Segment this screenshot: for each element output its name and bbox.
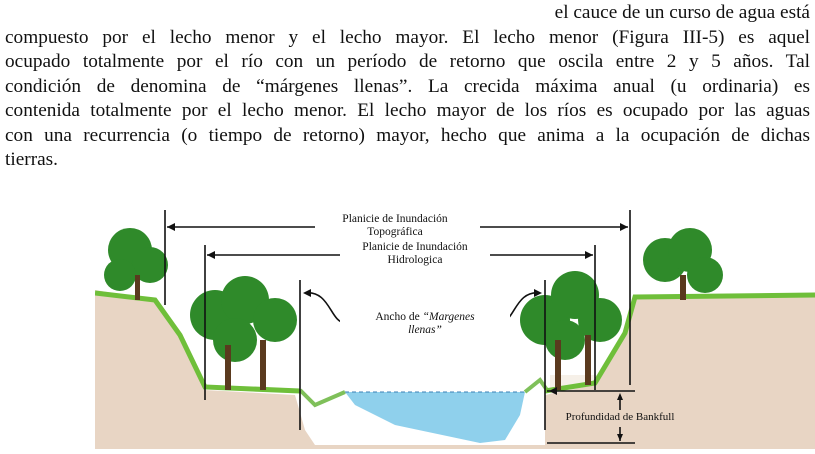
dimension-lines — [164, 210, 635, 444]
label-text: “Margenes — [422, 311, 475, 323]
floodplain-diagram — [94, 210, 815, 449]
paragraph-line: tierras. — [5, 149, 58, 170]
label-bankfull-depth: Profundidad de Bankfull — [565, 411, 675, 423]
label-hydrologic-floodplain: Planicie de Inundación Hidrologica — [330, 241, 500, 267]
tree-icon — [104, 228, 168, 300]
label-text: Topográfica — [367, 226, 423, 238]
paragraph-line: el cauce de un curso de agua está — [554, 2, 810, 23]
paragraph-line: compuesto por el lecho menor y el lecho … — [5, 26, 810, 48]
label-bankfull-width: Ancho de “Margenes llenas” — [340, 311, 510, 337]
arrowheads — [167, 223, 628, 441]
paragraph-line: con una recurrencia (o tiempo de retorno… — [5, 124, 810, 146]
label-text: Ancho de — [375, 311, 423, 323]
label-text: Hidrologica — [387, 254, 443, 266]
label-text: Planicie de Inundación — [362, 241, 468, 253]
paragraph-line: condición de denomina de “márgenes llena… — [5, 75, 810, 97]
tree-icon — [643, 228, 723, 300]
label-text: llenas” — [408, 324, 442, 336]
tree-icon — [190, 276, 297, 390]
ground-profile — [95, 290, 815, 449]
floodplain-figure: Planicie de Inundación Topográfica Plani… — [94, 205, 815, 449]
water — [345, 392, 525, 443]
body-paragraph: el cauce de un curso de agua está compue… — [5, 0, 810, 173]
paragraph-line: contenida totalmente por el lecho menor.… — [5, 100, 810, 121]
label-text: Planicie de Inundación — [342, 213, 448, 225]
paragraph-line: ocupado totalmente por el río con un per… — [5, 51, 810, 72]
label-topographic-floodplain: Planicie de Inundación Topográfica — [310, 213, 480, 239]
